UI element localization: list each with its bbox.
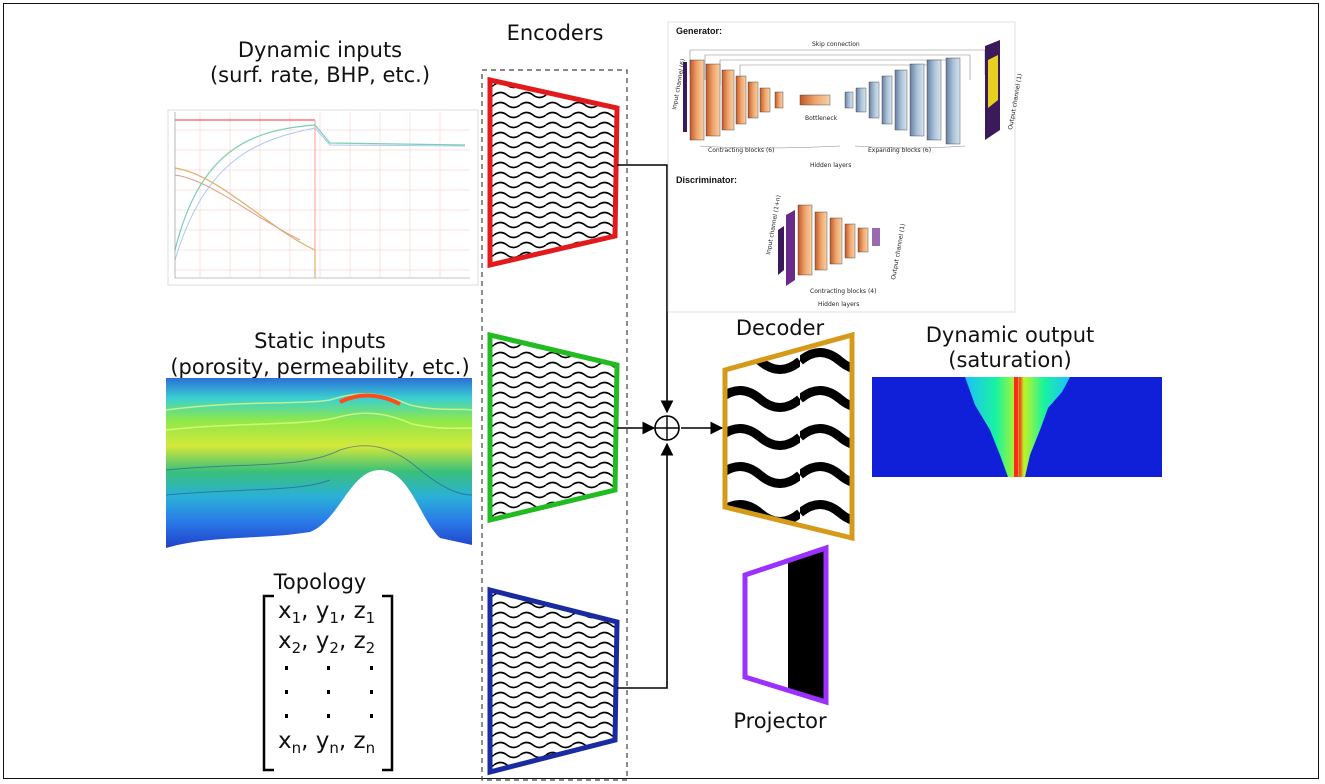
- gan-architecture-panel: Generator: Skip connection Bottleneck Co…: [667, 21, 1024, 313]
- static-inputs-subtitle: (porosity, permeability, etc.): [170, 355, 470, 379]
- dynamic-inputs-subtitle: (surf. rate, BHP, etc.): [209, 63, 431, 87]
- dynamic-output-title: Dynamic output: [925, 323, 1095, 347]
- dynamic-inputs-title: Dynamic inputs: [237, 38, 403, 62]
- projector-title: Projector: [733, 709, 827, 733]
- discriminator-heading: Discriminator:: [676, 175, 737, 185]
- topology-bracket: [262, 594, 394, 772]
- bottleneck-label: Bottleneck: [805, 115, 838, 122]
- static-inputs-title: Static inputs: [254, 329, 386, 353]
- encoder-dynamic: [487, 76, 620, 269]
- topology-row-1: x1, y1, z1: [278, 598, 376, 627]
- encoder-static: [487, 331, 620, 524]
- encoders-title: Encoders: [506, 21, 604, 45]
- encoders-group-box: [481, 69, 628, 781]
- expanding-blocks-label: Expanding blocks (6): [868, 147, 931, 154]
- topology-row-2: x2, y2, z2: [278, 628, 376, 657]
- skip-connection-label: Skip connection: [812, 41, 860, 48]
- dynamic-inputs-plot: [167, 109, 479, 286]
- generator-heading: Generator:: [676, 26, 722, 36]
- hidden-layers-disc-label: Hidden layers: [818, 301, 859, 308]
- dynamic-output-map: [872, 377, 1162, 477]
- encoder-topology: [487, 586, 620, 776]
- decoder-title: Decoder: [735, 316, 825, 340]
- hidden-layers-gen-label: Hidden layers: [810, 162, 851, 169]
- topology-title: Topology: [273, 570, 367, 594]
- figure-frame: [3, 3, 1319, 779]
- sum-node: [654, 415, 680, 441]
- connection-lines: [617, 164, 724, 689]
- topology-row-n: xn, yn, zn: [278, 728, 376, 757]
- projector: [742, 544, 829, 706]
- static-inputs-map: [165, 378, 473, 548]
- contracting-blocks-disc-label: Contracting blocks (4): [810, 288, 876, 295]
- contracting-blocks-gen-label: Contracting blocks (6): [708, 147, 774, 154]
- decoder: [722, 331, 855, 542]
- dynamic-output-subtitle: (saturation): [948, 348, 1072, 372]
- topology-dots: [285, 666, 373, 718]
